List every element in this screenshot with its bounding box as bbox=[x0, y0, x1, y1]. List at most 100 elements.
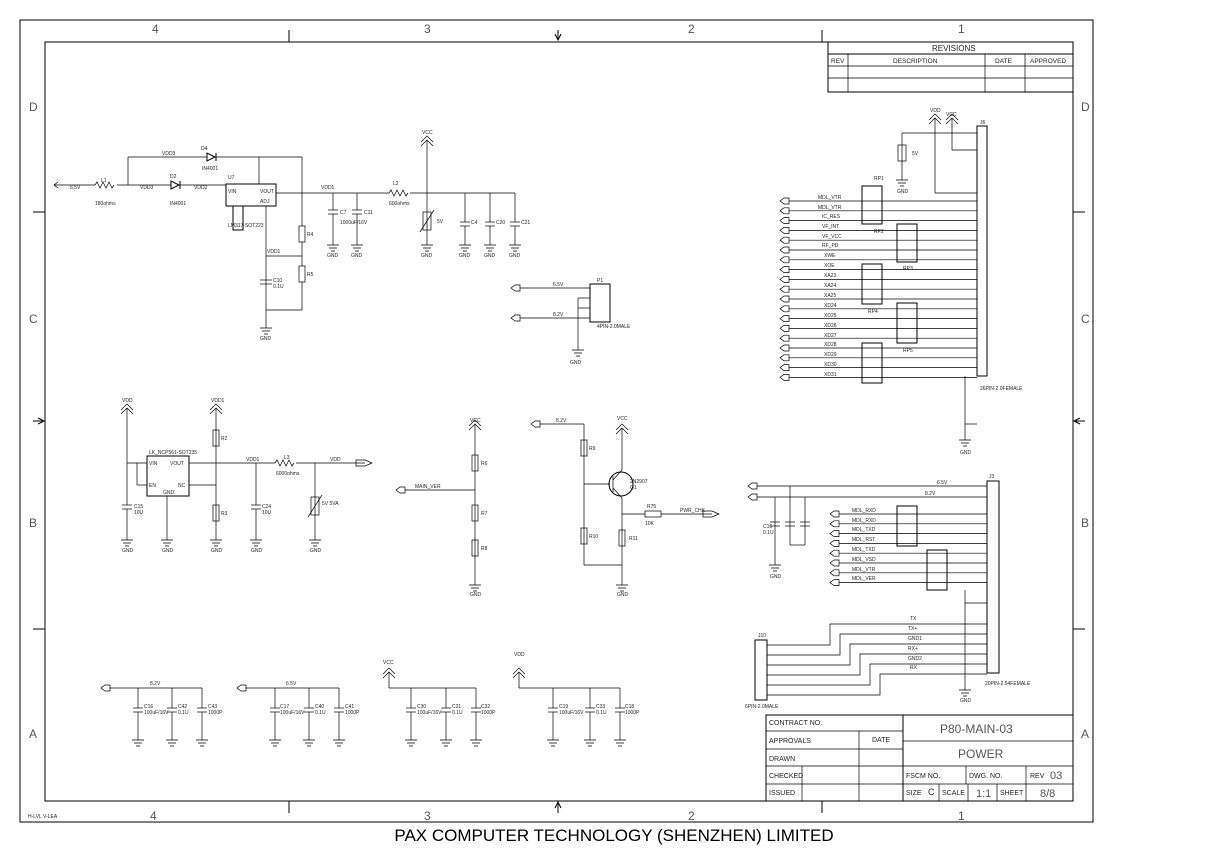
revisions-date-header: DATE bbox=[995, 58, 1013, 65]
gnd-label-3: GND bbox=[351, 253, 363, 259]
zone-bottom-4: 1 bbox=[958, 809, 965, 823]
p1-part: 4PIN-2.0MALE bbox=[597, 324, 631, 330]
l1-label: L1 bbox=[101, 178, 107, 184]
corner-note: H-LVL V-LEA bbox=[28, 814, 58, 820]
p1-label: P1 bbox=[597, 278, 603, 284]
gnd-label-6: GND bbox=[484, 253, 496, 259]
rp1-label: RP1 bbox=[874, 176, 884, 182]
c24-value: 10U bbox=[262, 510, 272, 516]
zone-left-1: D bbox=[29, 100, 38, 114]
pwrchk-8v2: 8.2V bbox=[556, 418, 567, 424]
j6-port-arrow bbox=[779, 305, 790, 313]
l3-value: 6000ohms bbox=[276, 471, 300, 477]
r8-label: R8 bbox=[481, 546, 488, 552]
rp5-label: RP5 bbox=[903, 348, 913, 354]
bank3-c30-value: 100uF/16V bbox=[417, 710, 442, 716]
issued-label: ISSUED bbox=[769, 790, 795, 797]
j6-port-arrow bbox=[779, 374, 790, 381]
zener-5v-label: 5V bbox=[437, 219, 444, 225]
j3-8v2: 8.2V bbox=[925, 491, 936, 497]
ncp-vdd1-net: VDD1 bbox=[246, 457, 260, 463]
c15-value: 10U bbox=[134, 510, 144, 516]
p1-6v5-label: 6.5V bbox=[553, 282, 564, 288]
j10-part: 6PIN-2.0MALE bbox=[745, 704, 779, 710]
j3-gnd1: GND1 bbox=[908, 636, 922, 642]
l1-value: 180ohms bbox=[95, 201, 116, 207]
j6-sig-xd24: XD24 bbox=[824, 303, 837, 309]
ground-icon bbox=[547, 739, 559, 747]
scale-value: 1:1 bbox=[976, 788, 991, 800]
q1-label: Q1 bbox=[630, 485, 637, 491]
j3-gnd-label-2: GND bbox=[960, 698, 972, 704]
size-value: C bbox=[928, 787, 935, 797]
supply-arrow-icon bbox=[512, 667, 526, 679]
j3-mdl-vsd: MDL_VSD bbox=[852, 557, 876, 563]
revisions-table: REVISIONS REV DESCRIPTION DATE APPROVED bbox=[827, 41, 1074, 93]
j3-gnd2: GND2 bbox=[908, 656, 922, 662]
d4-label: D4 bbox=[201, 146, 208, 152]
bank2-c17-value: 100uF/16V bbox=[280, 710, 305, 716]
j3-signal-lines bbox=[829, 510, 987, 586]
pwrchk-gnd: GND bbox=[617, 592, 629, 598]
sheet-label: SHEET bbox=[1000, 790, 1024, 797]
j6-port-arrow bbox=[779, 217, 790, 224]
j6-port-arrow bbox=[779, 364, 790, 371]
ground-icon bbox=[470, 739, 482, 747]
ground-icon bbox=[584, 739, 596, 747]
bank4-c19-value: 100uF/16V bbox=[559, 710, 584, 716]
rev-label: REV bbox=[1030, 773, 1045, 780]
j6-port-arrow bbox=[779, 266, 790, 273]
j6-connector bbox=[896, 113, 988, 447]
ground-icon bbox=[196, 739, 208, 747]
j6-sig-ic-res: IC_RES bbox=[822, 214, 841, 220]
bank2-c40-value: 0.1U bbox=[315, 710, 326, 716]
j6-sig-xd29: XD29 bbox=[824, 352, 837, 358]
c20-label: C20 bbox=[496, 220, 505, 226]
j6-sig-xwe: XWE bbox=[824, 253, 836, 259]
revisions-approved-header: APPROVED bbox=[1030, 58, 1066, 65]
j3-rx: RX bbox=[910, 665, 918, 671]
company-footer: PAX COMPUTER TECHNOLOGY (SHENZHEN) LIMIT… bbox=[394, 826, 834, 845]
r9-label: R9 bbox=[589, 446, 596, 452]
c15-label: C15 bbox=[134, 504, 143, 510]
c7-value: 1000uF/16V bbox=[340, 220, 368, 226]
size-label: SIZE bbox=[906, 790, 922, 797]
j6-vcc-label: VCC bbox=[946, 112, 957, 118]
j3-port-arrow bbox=[829, 549, 840, 557]
j6-port-arrow bbox=[779, 354, 790, 362]
u8-vout: VOUT bbox=[170, 461, 184, 467]
j3-port-arrow bbox=[829, 530, 840, 537]
j6-sig-vf-int: VF_INT bbox=[822, 224, 839, 230]
j6-port-arrow bbox=[779, 334, 790, 342]
zone-bottom-3: 2 bbox=[688, 809, 695, 823]
c10-value: 0.1U bbox=[273, 284, 284, 290]
bank4-c18-value: 1000P bbox=[625, 710, 640, 716]
ground-icon bbox=[333, 739, 345, 747]
u7-vin: VIN bbox=[228, 189, 237, 195]
u7-part: LM317-SOT223 bbox=[228, 223, 264, 229]
zone-right-4: A bbox=[1081, 727, 1089, 741]
bank4-c33-value: 0.1U bbox=[596, 710, 607, 716]
ncp-gnd-4: GND bbox=[251, 548, 263, 554]
j6-sig-xa24: XA24 bbox=[824, 283, 836, 289]
ncp-vdd-label: VDD bbox=[122, 398, 133, 404]
bank1-8v2: 8.2V bbox=[150, 681, 161, 687]
j3-tx-plus: TX+ bbox=[908, 626, 917, 632]
u8-part: LK_NCP561-SOT235 bbox=[149, 450, 197, 456]
scale-label: SCALE bbox=[942, 790, 965, 797]
j3-gnd-label: GND bbox=[770, 574, 782, 580]
j6-sig-rf-pd: RF_PD bbox=[822, 243, 839, 249]
j6-sig-xa23: XA23 bbox=[824, 273, 836, 279]
gnd-label-4: GND bbox=[421, 253, 433, 259]
r4-label: R4 bbox=[307, 232, 314, 238]
q1-part: 2N2907 bbox=[630, 479, 648, 485]
pwr-chk-label: PWR_CHK bbox=[680, 508, 706, 514]
zone-right-1: D bbox=[1081, 100, 1090, 114]
r3-label: R3 bbox=[221, 511, 228, 517]
bank3-c32: C32 bbox=[481, 704, 490, 710]
bank4-c19: C19 bbox=[559, 704, 568, 710]
j6-sig-xd27: XD27 bbox=[824, 333, 837, 339]
u8-en: EN bbox=[149, 483, 156, 489]
j6-port-arrow bbox=[779, 236, 790, 244]
